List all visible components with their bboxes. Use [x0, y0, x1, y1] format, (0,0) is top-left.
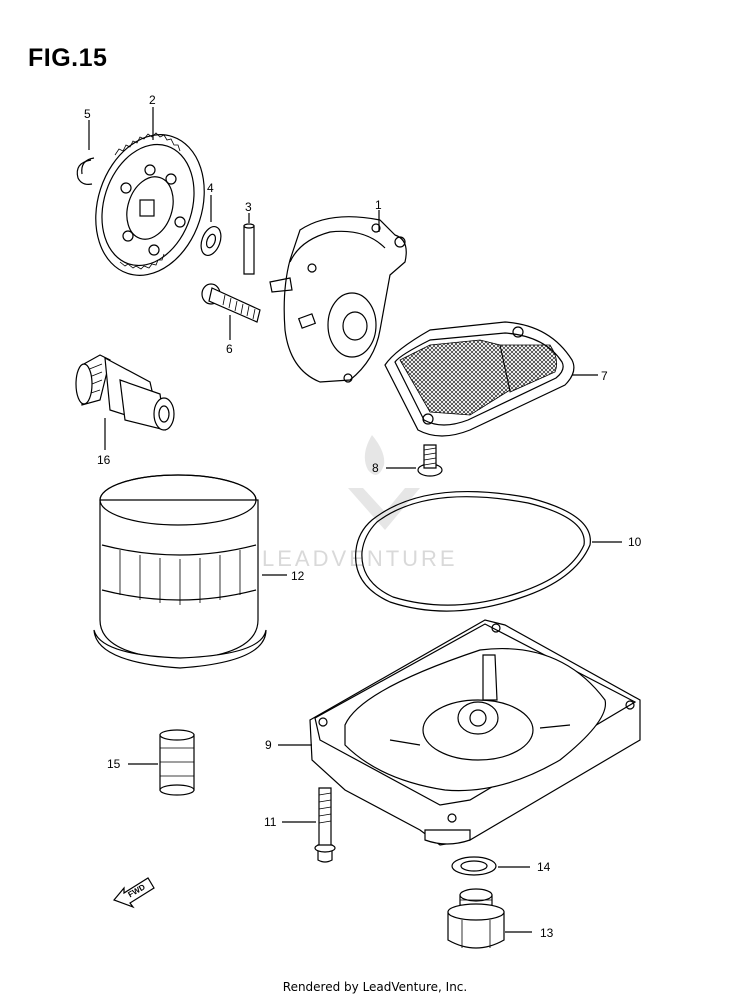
part-4-washer — [200, 195, 222, 257]
callout-6: 6 — [226, 342, 233, 356]
callout-2: 2 — [149, 93, 156, 107]
callout-11: 11 — [264, 815, 277, 829]
callouts: 1 2 3 4 5 6 7 8 9 10 11 12 13 14 15 16 — [84, 93, 642, 940]
part-13-drain-plug — [447, 888, 532, 949]
callout-15: 15 — [107, 757, 121, 771]
watermark: LEADVENTURE — [262, 435, 458, 571]
part-14-washer — [451, 856, 530, 876]
part-1-oil-pump — [269, 210, 407, 383]
part-7-oil-strainer — [384, 321, 598, 437]
part-9-oil-pan — [278, 619, 641, 846]
part-2-pump-gear — [95, 107, 205, 276]
callout-16: 16 — [97, 453, 111, 467]
fwd-arrow-icon: FWD — [112, 877, 155, 909]
part-6-bolt — [201, 283, 261, 340]
callout-1: 1 — [375, 198, 382, 212]
callout-12: 12 — [291, 569, 305, 583]
part-5-snap-ring — [76, 120, 95, 185]
callout-9: 9 — [265, 738, 272, 752]
callout-8: 8 — [372, 461, 379, 475]
part-16-oil-pressure-switch — [75, 354, 175, 450]
callout-13: 13 — [540, 926, 554, 940]
callout-4: 4 — [207, 181, 214, 195]
callout-3: 3 — [245, 200, 252, 214]
callout-7: 7 — [601, 369, 608, 383]
footer-credit: Rendered by LeadVenture, Inc. — [282, 980, 468, 994]
part-8-bolt — [386, 444, 443, 477]
part-10-gasket — [355, 491, 622, 612]
figure-title: FIG.15 — [28, 44, 108, 72]
callout-14: 14 — [537, 860, 551, 874]
part-3-dowel-pin — [243, 213, 255, 275]
callout-5: 5 — [84, 107, 91, 121]
watermark-text: LEADVENTURE — [262, 546, 458, 571]
part-11-bolt — [282, 787, 336, 863]
callout-10: 10 — [628, 535, 642, 549]
part-12-oil-filter — [93, 474, 287, 669]
part-15-dowel — [128, 729, 195, 796]
